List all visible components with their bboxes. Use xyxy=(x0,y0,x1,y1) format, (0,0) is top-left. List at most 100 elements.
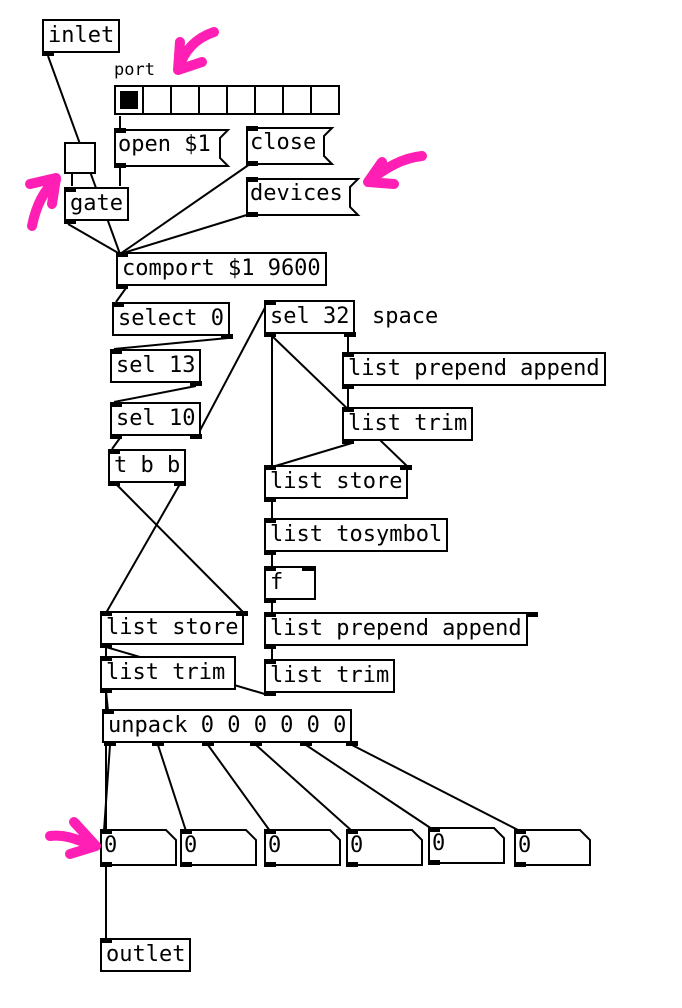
list-trim-object-3[interactable]: list trim xyxy=(100,656,236,690)
port-radio-cell[interactable] xyxy=(142,85,172,115)
devices-inlet[interactable] xyxy=(246,177,258,182)
port-radio[interactable] xyxy=(114,85,340,115)
list-trim-3-outlet[interactable] xyxy=(100,688,112,693)
trigger-inlet[interactable] xyxy=(108,449,120,454)
sel-10-right-outlet[interactable] xyxy=(190,434,202,439)
float-left-inlet[interactable] xyxy=(264,566,276,571)
gate-inlet[interactable] xyxy=(64,187,76,192)
devices-outlet[interactable] xyxy=(246,212,258,217)
number-box-outlet[interactable] xyxy=(264,862,276,867)
trigger-object[interactable]: t b b xyxy=(108,449,187,483)
sel-10-object[interactable]: sel 10 xyxy=(110,402,202,436)
outlet-object[interactable]: outlet xyxy=(100,938,192,972)
port-radio-cell[interactable] xyxy=(198,85,228,115)
list-prepend-2-right-inlet[interactable] xyxy=(526,612,538,617)
unpack-outlet-5[interactable] xyxy=(300,741,312,746)
list-trim-2-inlet[interactable] xyxy=(264,659,276,664)
list-prepend-object-2[interactable]: list prepend append xyxy=(264,612,528,646)
inlet-outlet-port[interactable] xyxy=(42,51,54,56)
outlet-inlet[interactable] xyxy=(100,938,112,943)
number-box-outlet[interactable] xyxy=(346,862,358,867)
number-box[interactable]: 0 xyxy=(264,829,342,867)
close-message[interactable]: close xyxy=(246,126,336,166)
unpack-inlet[interactable] xyxy=(102,709,114,714)
unpack-outlet-6[interactable] xyxy=(346,741,358,746)
unpack-outlet-2[interactable] xyxy=(152,741,164,746)
open-inlet[interactable] xyxy=(114,128,126,133)
select-0-inlet[interactable] xyxy=(112,302,124,307)
number-box[interactable]: 0 xyxy=(514,829,592,867)
number-box-inlet[interactable] xyxy=(180,829,192,834)
list-store-right-inlet[interactable] xyxy=(400,465,412,470)
list-trim-object-2[interactable]: list trim xyxy=(264,659,396,693)
sel-13-inlet[interactable] xyxy=(110,349,122,354)
unpack-outlet-4[interactable] xyxy=(250,741,262,746)
port-radio-cell[interactable] xyxy=(114,85,144,115)
select-0-object[interactable]: select 0 xyxy=(112,302,230,336)
number-box-inlet[interactable] xyxy=(264,829,276,834)
sel-32-right-outlet[interactable] xyxy=(344,332,356,337)
number-box-outlet[interactable] xyxy=(514,862,526,867)
gate-toggle[interactable] xyxy=(64,142,96,174)
number-box[interactable]: 0 xyxy=(428,827,506,865)
list-trim-object[interactable]: list trim xyxy=(342,407,474,441)
unpack-object[interactable]: unpack 0 0 0 0 0 0 xyxy=(102,709,353,743)
trigger-right-outlet[interactable] xyxy=(174,481,186,486)
sel-32-inlet[interactable] xyxy=(264,300,276,305)
unpack-outlet-1[interactable] xyxy=(104,741,116,746)
list-store-2-left-inlet[interactable] xyxy=(100,611,112,616)
number-box-outlet[interactable] xyxy=(180,862,192,867)
number-box-inlet[interactable] xyxy=(514,829,526,834)
list-store-outlet[interactable] xyxy=(264,497,276,502)
number-box[interactable]: 0 xyxy=(346,829,424,867)
list-tosymbol-outlet[interactable] xyxy=(264,550,276,555)
list-tosymbol-object[interactable]: list tosymbol xyxy=(264,518,449,552)
unpack-outlet-3[interactable] xyxy=(202,741,214,746)
comport-outlet[interactable] xyxy=(116,284,128,289)
trigger-left-outlet[interactable] xyxy=(108,481,120,486)
sel-32-left-outlet[interactable] xyxy=(264,332,276,337)
list-tosymbol-inlet[interactable] xyxy=(264,518,276,523)
inlet-object[interactable]: inlet xyxy=(42,19,121,53)
list-prepend-outlet[interactable] xyxy=(342,384,354,389)
sel-32-object[interactable]: sel 32 xyxy=(264,300,356,334)
select-0-right-outlet[interactable] xyxy=(221,334,233,339)
port-radio-cell[interactable] xyxy=(282,85,312,115)
list-trim-2-outlet[interactable] xyxy=(264,691,276,696)
gate-outlet[interactable] xyxy=(64,219,76,224)
list-trim-inlet[interactable] xyxy=(342,407,354,412)
number-box-outlet[interactable] xyxy=(428,860,440,865)
port-radio-cell[interactable] xyxy=(226,85,256,115)
number-box-inlet[interactable] xyxy=(100,829,112,834)
gate-object[interactable]: gate xyxy=(64,187,129,221)
list-trim-outlet[interactable] xyxy=(342,439,354,444)
number-box-inlet[interactable] xyxy=(428,827,440,832)
float-right-inlet[interactable] xyxy=(302,566,314,571)
number-box-outlet[interactable] xyxy=(100,862,112,867)
float-object[interactable]: f xyxy=(264,566,316,600)
open-outlet[interactable] xyxy=(114,163,126,168)
list-store-left-inlet[interactable] xyxy=(264,465,276,470)
number-box[interactable]: 0 xyxy=(100,829,178,867)
list-store-object-2[interactable]: list store xyxy=(100,611,245,645)
number-box-inlet[interactable] xyxy=(346,829,358,834)
comport-inlet[interactable] xyxy=(116,252,128,257)
port-radio-cell[interactable] xyxy=(254,85,284,115)
list-store-2-right-inlet[interactable] xyxy=(236,611,248,616)
float-outlet[interactable] xyxy=(264,598,276,603)
list-prepend-2-outlet[interactable] xyxy=(264,644,276,649)
open-message[interactable]: open $1 xyxy=(114,128,232,168)
close-outlet[interactable] xyxy=(246,161,258,166)
list-prepend-object[interactable]: list prepend append xyxy=(342,352,606,386)
close-inlet[interactable] xyxy=(246,126,258,131)
sel-13-right-outlet[interactable] xyxy=(190,381,202,386)
list-store-2-outlet[interactable] xyxy=(100,643,112,648)
devices-message[interactable]: devices xyxy=(246,177,362,217)
list-trim-3-inlet[interactable] xyxy=(100,656,112,661)
sel-10-inlet[interactable] xyxy=(110,402,122,407)
port-radio-cell[interactable] xyxy=(170,85,200,115)
port-radio-cell[interactable] xyxy=(310,85,340,115)
list-prepend-2-inlet[interactable] xyxy=(264,612,276,617)
number-box[interactable]: 0 xyxy=(180,829,258,867)
list-prepend-inlet[interactable] xyxy=(342,352,354,357)
